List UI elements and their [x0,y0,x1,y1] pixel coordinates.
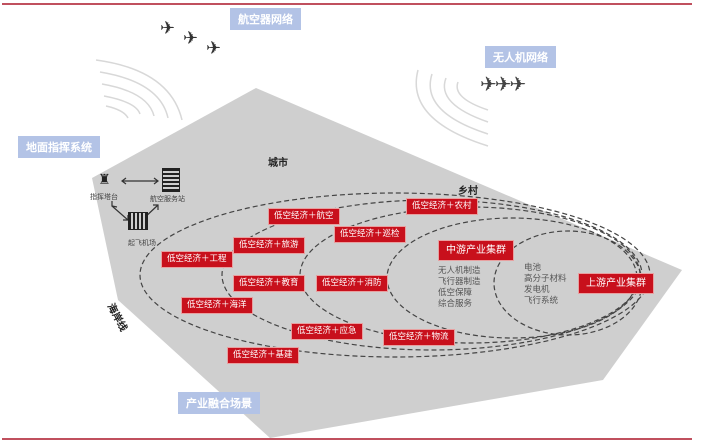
signal-waves-right [415,69,489,147]
midstream-item: 低空保障 [438,288,473,298]
scenario-tag: 低空经济＋基建 [227,347,299,364]
countryside-label: 乡村 [458,186,478,197]
control-tower-icon: ♜ [98,172,111,188]
aircraft-network-label: 航空器网络 [238,13,293,26]
upstream-cluster-tag: 上游产业集群 [578,273,654,294]
ground-command-label: 地面指挥系统 [26,141,92,154]
scenario-tag: 低空经济＋工程 [161,251,233,268]
airplane-icon: ✈ [206,38,222,59]
airport-label: 起飞机场 [128,239,156,247]
ground-command-callout: 地面指挥系统 [18,136,100,158]
upstream-item: 发电机 [524,285,550,295]
service-station-label: 航空服务站 [150,195,185,203]
midstream-item: 综合服务 [438,299,473,309]
tower-label: 指挥塔台 [90,193,118,201]
industry-scene-label: 产业融合场景 [186,397,252,410]
scenario-tag: 低空经济＋消防 [316,275,388,292]
upstream-item: 电池 [524,263,542,273]
industry-scene-callout: 产业融合场景 [178,392,260,414]
scenario-tag: 低空经济＋海洋 [181,297,253,314]
city-label: 城市 [268,158,288,169]
upstream-list: 电池 高分子材料 发电机 飞行系统 [524,263,567,307]
bottom-rule [2,438,692,440]
scenario-tag: 低空经济＋农村 [406,198,478,215]
midstream-cluster-tag: 中游产业集群 [438,240,514,261]
upstream-item: 飞行系统 [524,296,559,306]
airplane-icon: ✈ [183,28,199,49]
midstream-item: 无人机制造 [438,266,481,276]
upstream-item: 高分子材料 [524,274,567,284]
scenario-tag: 低空经济＋应急 [291,323,363,340]
scenario-tag: 低空经济＋航空 [268,208,340,225]
scenario-tag: 低空经济＋巡检 [334,226,406,243]
aircraft-network-callout: 航空器网络 [230,8,301,30]
airport-icon [128,212,148,230]
building-icon [162,168,180,192]
airplane-icon: ✈ [160,18,176,39]
drone-icon: ✈✈✈ [480,72,526,96]
top-rule [2,3,692,5]
drone-network-label: 无人机网络 [493,51,548,64]
scenario-tag: 低空经济＋物流 [383,329,455,346]
drone-network-callout: 无人机网络 [485,46,556,68]
midstream-item: 飞行器制造 [438,277,481,287]
scenario-tag: 低空经济＋旅游 [233,237,305,254]
midstream-list: 无人机制造 飞行器制造 低空保障 综合服务 [438,266,481,310]
scenario-tag: 低空经济＋教育 [233,275,305,292]
signal-waves-left [95,59,183,121]
